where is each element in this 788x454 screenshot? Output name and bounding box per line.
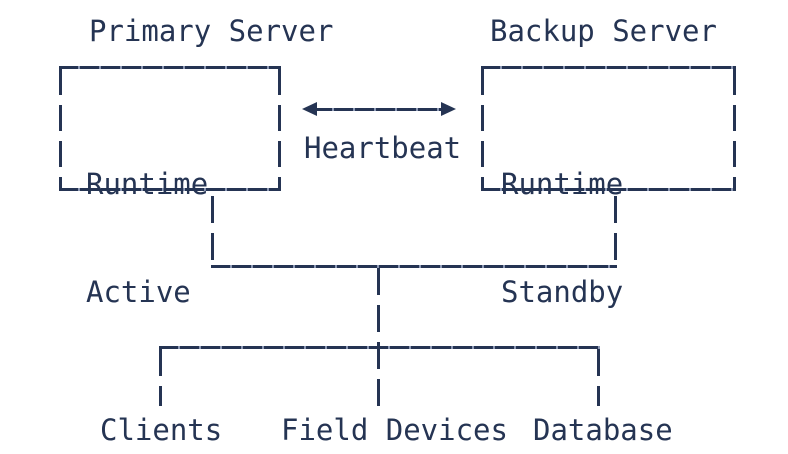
heartbeat-double-arrow-icon xyxy=(302,102,456,116)
primary-runtime-label: Runtime xyxy=(86,167,209,201)
clients-label: Clients xyxy=(100,413,223,447)
arrowhead-right-icon xyxy=(441,102,456,116)
box-border xyxy=(481,69,484,188)
database-label: Database xyxy=(533,413,673,447)
primary-drop-line xyxy=(211,196,214,265)
primary-server-box xyxy=(59,66,281,191)
box-border xyxy=(59,66,281,69)
backup-server-title: Backup Server xyxy=(490,14,717,48)
box-border xyxy=(481,188,736,191)
field-devices-label: Field Devices xyxy=(281,413,508,447)
box-border xyxy=(59,69,62,188)
clients-drop-line xyxy=(159,349,162,406)
arrowhead-left-icon xyxy=(302,102,317,116)
center-drop-line xyxy=(377,268,380,406)
backup-server-box xyxy=(481,66,736,191)
arrow-shaft xyxy=(313,107,445,111)
box-border xyxy=(59,188,281,191)
primary-server-text: Runtime Active xyxy=(86,94,208,382)
box-border xyxy=(278,69,281,188)
box-border xyxy=(481,66,736,69)
lower-bus-line xyxy=(159,346,600,349)
backup-state-label: Standby xyxy=(501,275,624,309)
database-drop-line xyxy=(597,349,600,406)
primary-state-label: Active xyxy=(86,275,191,309)
heartbeat-label: Heartbeat xyxy=(304,131,462,165)
backup-server-text: Runtime Standby xyxy=(501,94,623,382)
upper-bus-line xyxy=(211,265,617,268)
backup-runtime-label: Runtime xyxy=(501,167,624,201)
primary-server-title: Primary Server xyxy=(89,14,334,48)
backup-drop-line xyxy=(614,196,617,265)
box-border xyxy=(733,69,736,188)
